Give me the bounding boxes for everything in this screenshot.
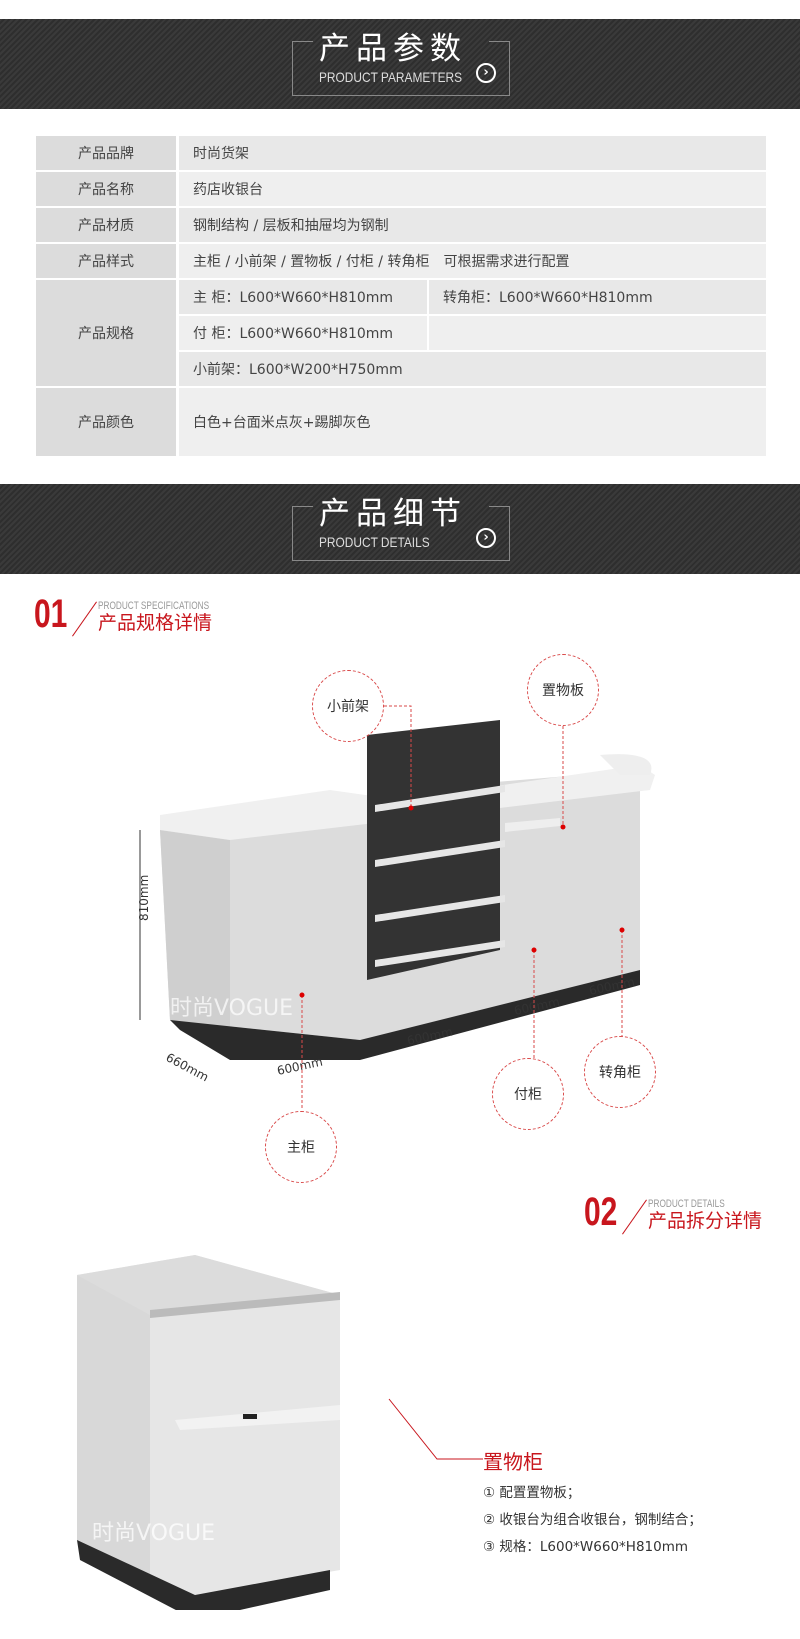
spec-item: ③ 规格：L600*W660*H810mm bbox=[483, 1539, 689, 1555]
spec-item: ① 配置置物板； bbox=[483, 1485, 581, 1501]
header-frame: 产品细节 PRODUCT DETAILS › bbox=[292, 496, 510, 561]
header-frame: 产品参数 PRODUCT PARAMETERS › bbox=[292, 31, 510, 96]
callout-front-rack: 小前架 bbox=[312, 670, 384, 742]
watermark-logo: 时尚VOGUE bbox=[170, 996, 293, 1021]
table-row: 产品品牌时尚货架 bbox=[36, 136, 766, 170]
row-value: 钢制结构 / 层板和抽屉均为钢制 bbox=[179, 208, 766, 242]
callout-corner-cabinet: 转角柜 bbox=[584, 1036, 656, 1108]
row-label: 产品规格 bbox=[36, 280, 179, 386]
details-header-band: 产品细节 PRODUCT DETAILS › bbox=[0, 484, 800, 574]
table-row: 小前架：L600*W200*H750mm bbox=[36, 352, 766, 386]
section-en: PRODUCT DETAILS bbox=[648, 1198, 725, 1210]
row-label: 产品样式 bbox=[36, 244, 179, 278]
spec-item: ② 收银台为组合收银台，钢制结合； bbox=[483, 1512, 702, 1528]
params-header-band: 产品参数 PRODUCT PARAMETERS › bbox=[0, 19, 800, 109]
spec-main: 主 柜：L600*W660*H810mm bbox=[179, 280, 429, 314]
row-label: 产品颜色 bbox=[36, 388, 179, 456]
header-subtitle: PRODUCT PARAMETERS bbox=[319, 69, 463, 85]
section-cn: 产品规格详情 bbox=[98, 612, 213, 634]
header-title: 产品细节 bbox=[319, 496, 467, 532]
chevron-right-icon: › bbox=[476, 528, 496, 548]
spec-corner: 转角柜：L600*W660*H810mm bbox=[429, 280, 766, 314]
params-table: 产品品牌时尚货架 产品名称药店收银台 产品材质钢制结构 / 层板和抽屉均为钢制 … bbox=[36, 134, 766, 458]
table-row: 产品材质钢制结构 / 层板和抽屉均为钢制 bbox=[36, 208, 766, 242]
section-number: 02 bbox=[584, 1190, 618, 1234]
row-label: 产品名称 bbox=[36, 172, 179, 206]
storage-cabinet-illustration: 时尚VOGUE bbox=[77, 1255, 340, 1610]
dim-height: 810mm bbox=[137, 875, 151, 921]
dim-depth: 660mm bbox=[164, 1050, 211, 1084]
header-title: 产品参数 bbox=[319, 31, 467, 67]
row-label: 产品材质 bbox=[36, 208, 179, 242]
section-cn: 产品拆分详情 bbox=[648, 1210, 763, 1232]
chevron-right-icon: › bbox=[476, 63, 496, 83]
callout-shelf-board: 置物板 bbox=[527, 654, 599, 726]
watermark-logo: 时尚VOGUE bbox=[92, 1521, 215, 1546]
header-subtitle: PRODUCT DETAILS bbox=[319, 534, 430, 550]
item-title: 置物柜 bbox=[483, 1450, 543, 1474]
section-number: 01 bbox=[34, 592, 68, 636]
table-row: 产品颜色白色+台面米点灰+踢脚灰色 bbox=[36, 388, 766, 456]
spec-front: 小前架：L600*W200*H750mm bbox=[179, 352, 766, 386]
row-value: 药店收银台 bbox=[179, 172, 766, 206]
table-row: 产品名称药店收银台 bbox=[36, 172, 766, 206]
spec-sub: 付 柜：L600*W660*H810mm bbox=[179, 316, 429, 350]
row-label: 产品品牌 bbox=[36, 136, 179, 170]
callout-main-cabinet: 主柜 bbox=[265, 1111, 337, 1183]
leader-line bbox=[388, 1398, 483, 1460]
callout-sub-cabinet: 付柜 bbox=[492, 1058, 564, 1130]
counter-illustration: 810mm 660mm 600mm 600mm 600mm 600mm 时尚VO… bbox=[137, 705, 655, 1110]
row-value: 主柜 / 小前架 / 置物板 / 付柜 / 转角柜 可根据需求进行配置 bbox=[179, 244, 766, 278]
section-en: PRODUCT SPECIFICATIONS bbox=[98, 600, 210, 612]
table-row: 付 柜：L600*W660*H810mm bbox=[36, 316, 766, 350]
row-value: 白色+台面米点灰+踢脚灰色 bbox=[179, 388, 766, 456]
table-row: 产品样式主柜 / 小前架 / 置物板 / 付柜 / 转角柜 可根据需求进行配置 bbox=[36, 244, 766, 278]
row-value: 时尚货架 bbox=[179, 136, 766, 170]
